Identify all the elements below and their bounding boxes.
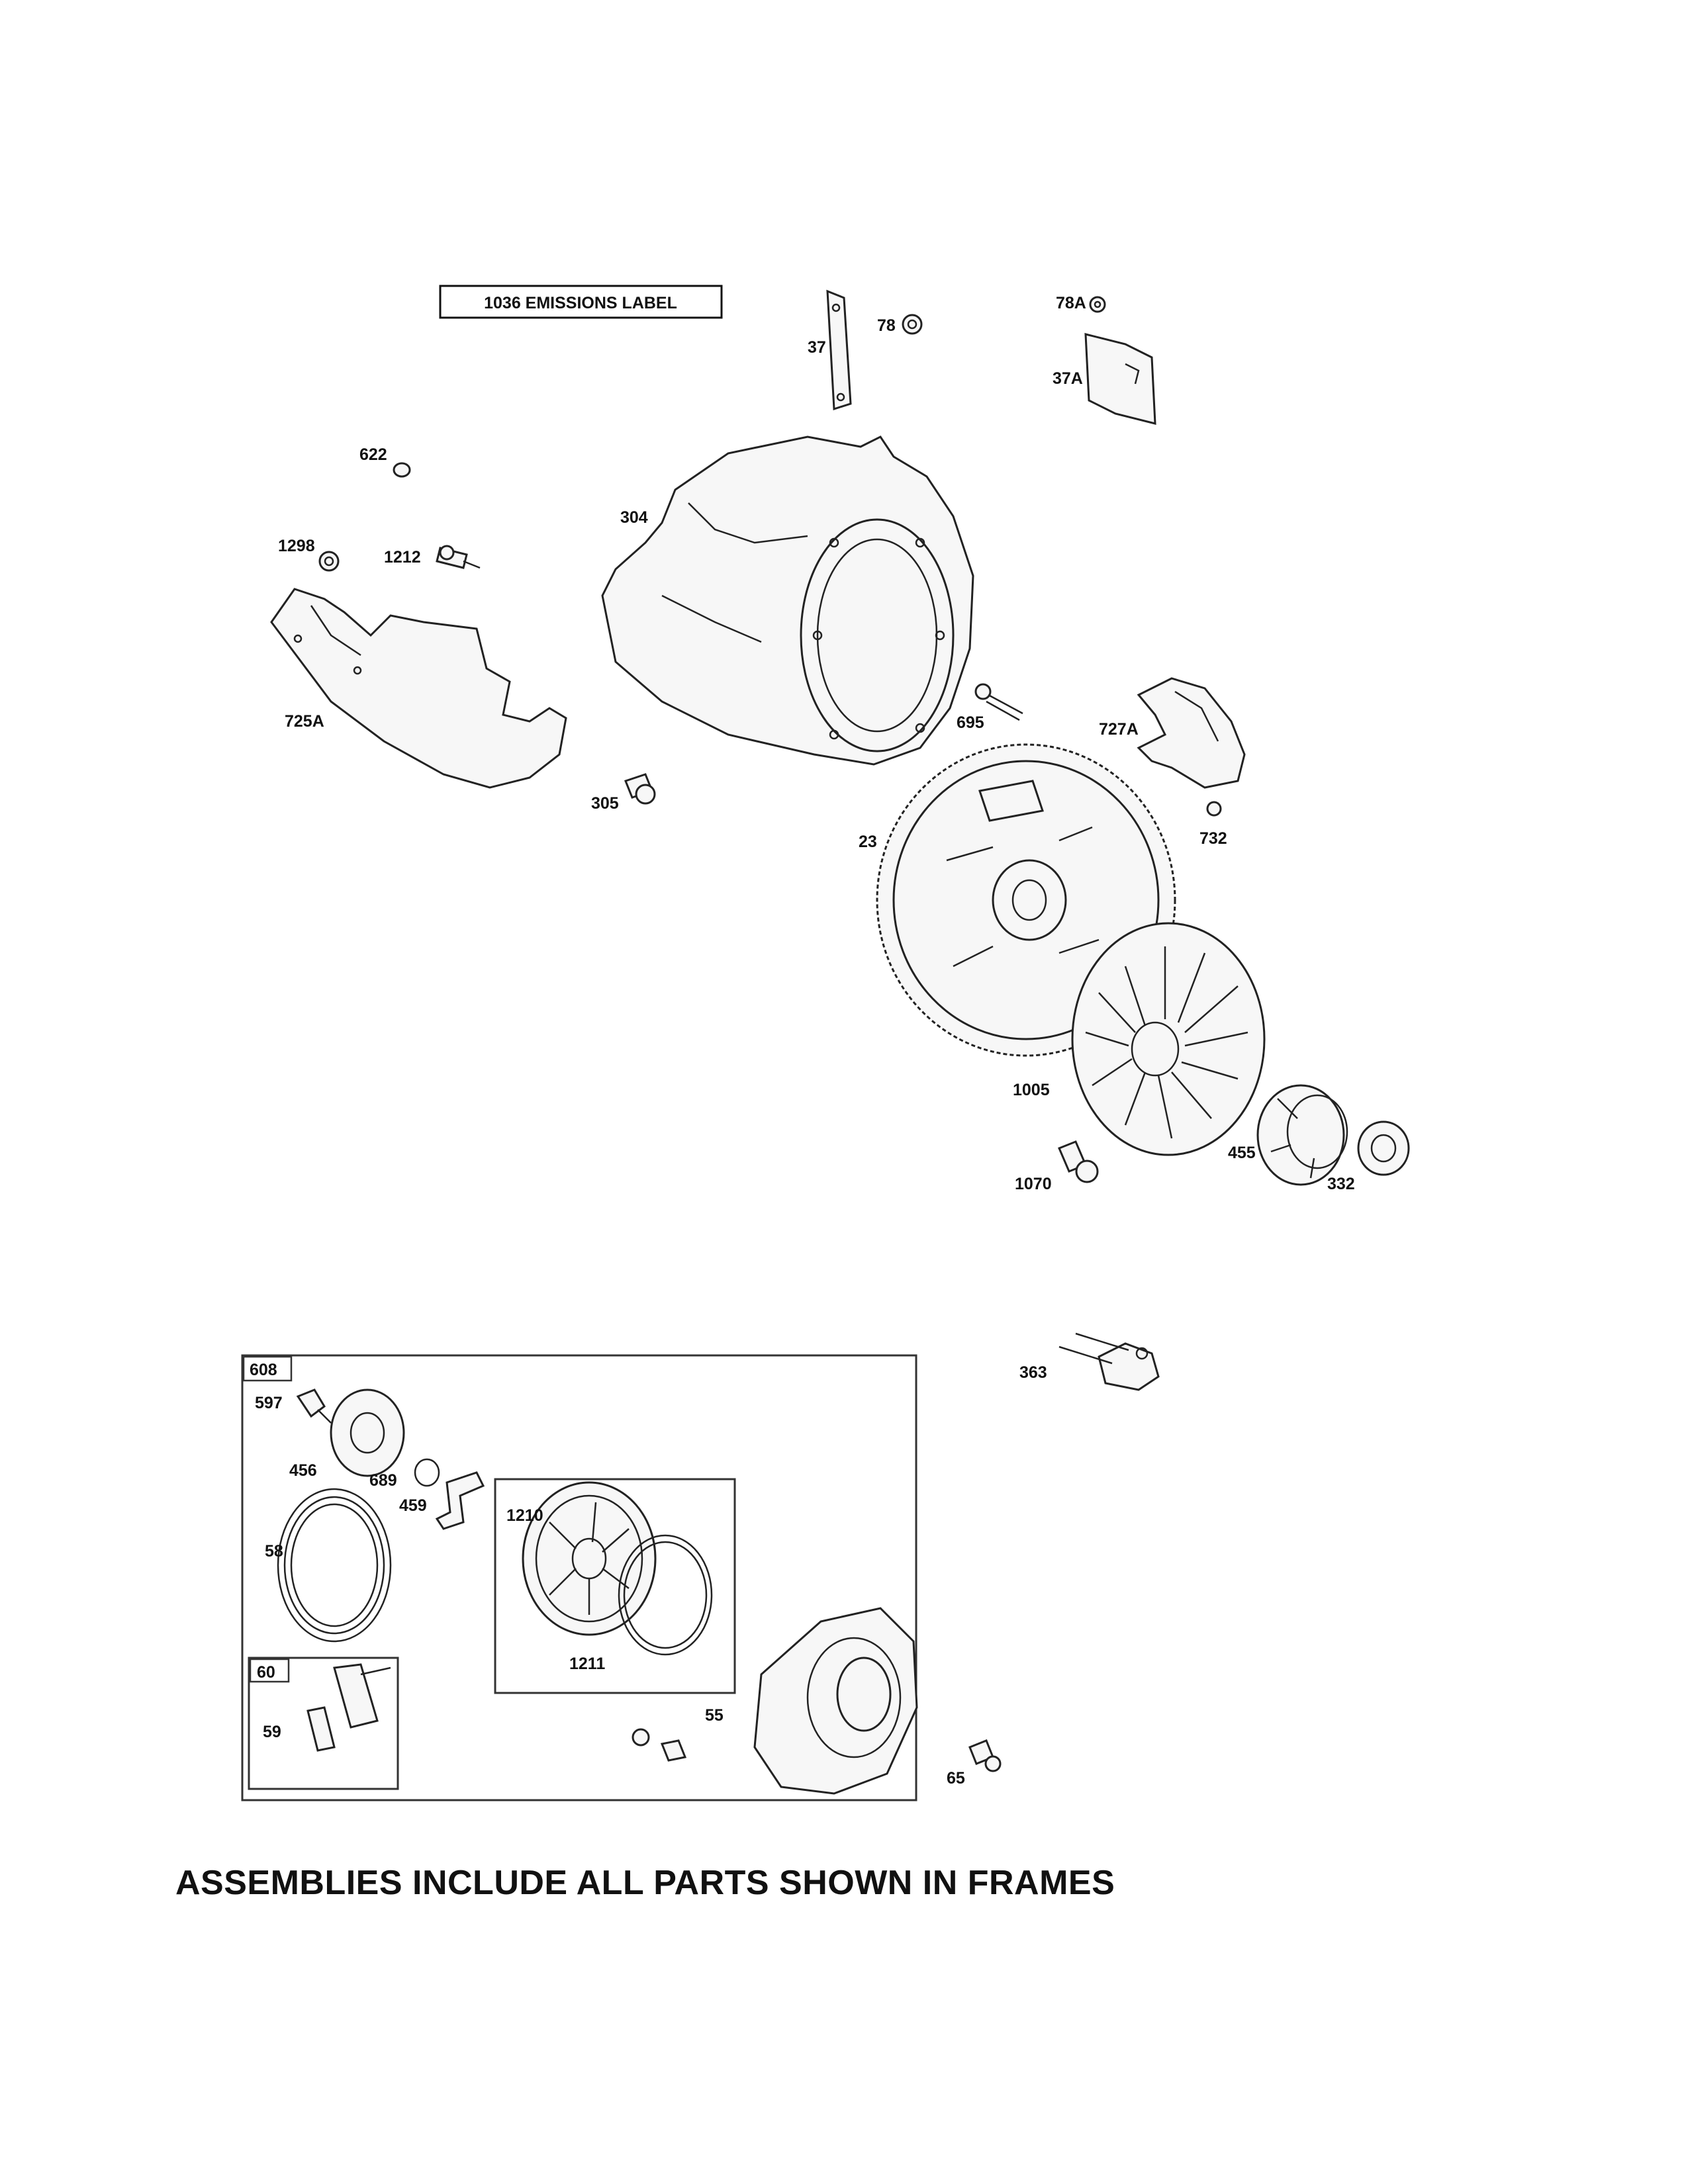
- stud-1212: [436, 545, 481, 569]
- spring-1211: [618, 1534, 713, 1656]
- spring-58: [277, 1488, 392, 1643]
- callout-459: 459: [399, 1496, 427, 1515]
- callout-456: 456: [289, 1461, 317, 1480]
- armature-363: [1058, 1332, 1160, 1391]
- shroud-725A: [270, 588, 567, 789]
- pulley-frame: [494, 1478, 736, 1694]
- callout-1298: 1298: [278, 537, 315, 555]
- fan-1005: [1071, 922, 1266, 1156]
- nut-78: [902, 314, 923, 335]
- callout-60: 60: [257, 1663, 275, 1682]
- emissions-label-text: 1036 EMISSIONS LABEL: [484, 294, 677, 312]
- nut-332: [1357, 1120, 1410, 1176]
- blower-housing-304: [601, 435, 974, 766]
- nut-1298: [318, 551, 340, 572]
- bracket-37: [826, 289, 852, 411]
- screw-695: [974, 683, 1023, 721]
- callout-332: 332: [1327, 1175, 1355, 1193]
- callout-23: 23: [859, 833, 877, 851]
- callout-1210: 1210: [506, 1506, 543, 1525]
- washer-622: [393, 462, 411, 478]
- callout-732: 732: [1199, 829, 1227, 848]
- starter-assembly-frame-608: [241, 1354, 917, 1801]
- callout-59: 59: [263, 1723, 281, 1741]
- callout-78: 78: [877, 316, 896, 335]
- nut-78A: [1089, 296, 1106, 313]
- callout-304: 304: [620, 508, 648, 527]
- callout-725A: 725A: [285, 712, 324, 731]
- bolt-305: [624, 773, 656, 805]
- bolt-1070: [1058, 1140, 1099, 1183]
- handle-insert-59: [306, 1706, 336, 1752]
- callout-37: 37: [808, 338, 826, 357]
- callout-608: 608: [250, 1361, 277, 1379]
- callout-1211: 1211: [569, 1655, 605, 1673]
- cup-455: [1256, 1084, 1348, 1186]
- callout-1070: 1070: [1015, 1175, 1052, 1193]
- callout-78A: 78A: [1056, 294, 1086, 312]
- callout-455: 455: [1228, 1144, 1256, 1162]
- pawl-plate-456: [330, 1388, 405, 1477]
- callout-689: 689: [369, 1471, 397, 1490]
- callout-363: 363: [1019, 1363, 1047, 1382]
- bolt-65: [968, 1739, 1002, 1772]
- callout-622: 622: [359, 445, 387, 464]
- air-guide-727A: [1137, 677, 1246, 789]
- callout-597: 597: [255, 1394, 283, 1412]
- pulley-1210: [522, 1481, 657, 1636]
- assemblies-note: ASSEMBLIES INCLUDE ALL PARTS SHOWN IN FR…: [175, 1864, 1115, 1902]
- callout-695: 695: [957, 713, 984, 732]
- callout-727A: 727A: [1099, 720, 1139, 739]
- emissions-label: 1036 EMISSIONS LABEL: [439, 285, 723, 319]
- callout-55: 55: [705, 1706, 724, 1725]
- starter-housing-55: [753, 1607, 918, 1795]
- screw-597: [296, 1388, 332, 1424]
- callout-305: 305: [591, 794, 619, 813]
- callout-1005: 1005: [1013, 1081, 1050, 1099]
- callout-65: 65: [947, 1769, 965, 1788]
- callout-1212: 1212: [384, 548, 421, 567]
- retainer-689: [414, 1458, 440, 1487]
- handle-frame-60: [248, 1657, 399, 1790]
- pawl-459: [435, 1471, 485, 1530]
- starter-handle: [333, 1663, 391, 1729]
- bracket-37A: [1084, 333, 1156, 425]
- callout-58: 58: [265, 1542, 283, 1561]
- callout-37A: 37A: [1053, 369, 1083, 388]
- nut-bolt-55: [632, 1728, 687, 1762]
- screw-732: [1206, 801, 1222, 817]
